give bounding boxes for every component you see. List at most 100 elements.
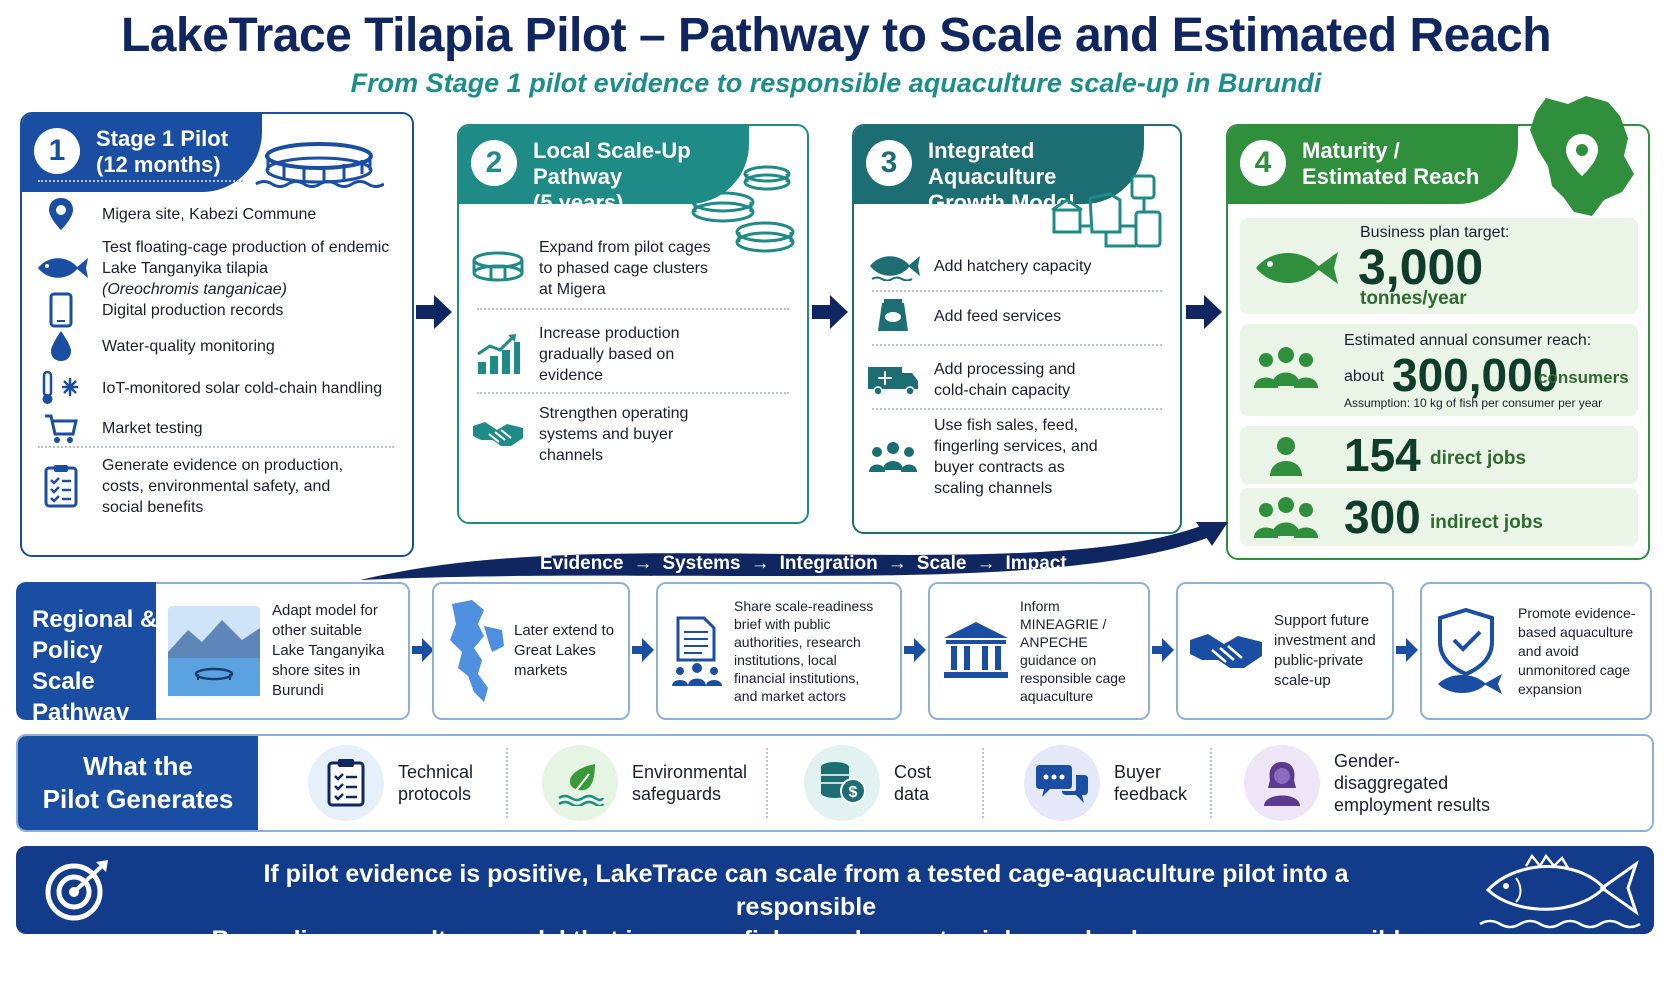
coins-dollar-icon: $ bbox=[821, 762, 866, 804]
cage-cluster-icon bbox=[691, 165, 795, 253]
handshake-icon bbox=[473, 422, 523, 446]
regional-item-great-lakes: Later extend to Great Lakes markets bbox=[432, 582, 630, 720]
stage-3-item-hatchery: Add hatchery capacity bbox=[866, 244, 1176, 288]
flow-steps: Evidence→ Systems→ Integration→ Scale→ I… bbox=[540, 553, 1067, 574]
stage-1-item-digital-records: Digital production records bbox=[34, 290, 394, 330]
conclusion-banner: If pilot evidence is positive, LakeTrace… bbox=[16, 846, 1654, 987]
regional-item-adapt: Adapt model for other suitable Lake Tang… bbox=[156, 582, 410, 720]
person-icon bbox=[1270, 437, 1302, 476]
page-subtitle: From Stage 1 pilot evidence to responsib… bbox=[350, 68, 1322, 98]
burundi-map-icon bbox=[1530, 96, 1634, 216]
people-group-icon bbox=[1254, 497, 1318, 538]
great-lakes-map-icon bbox=[450, 600, 504, 702]
fish-icon bbox=[1256, 252, 1338, 284]
arrow-right-icon bbox=[1152, 638, 1174, 662]
direct-jobs-box: 154 direct jobs bbox=[1240, 426, 1638, 484]
stage-2-item-expand: Expand from pilot cages to phased cage c… bbox=[471, 234, 801, 302]
tablet-icon bbox=[49, 292, 73, 328]
stage-2-item-increase: Increase production gradually based on e… bbox=[471, 320, 801, 388]
regional-item-inform-guidance: Inform MINEAGRIE / ANPECHE guidance on r… bbox=[928, 582, 1150, 720]
stage-3-item-channels: Use fish sales, feed, fingerling service… bbox=[866, 416, 1176, 498]
handshake-icon bbox=[1190, 634, 1262, 668]
stage-3-card: 3 Integrated Aquaculture Growth Model Ad… bbox=[852, 124, 1182, 534]
stage-3-item-processing: Add processing and cold-chain capacity bbox=[866, 350, 1176, 410]
stage-2-item-strengthen: Strengthen operating systems and buyer c… bbox=[471, 400, 801, 468]
regional-label: Regional & Policy Scale Pathway bbox=[16, 582, 166, 726]
stage-3-title: Integrated Aquaculture Growth Model bbox=[928, 138, 1075, 215]
svg-text:$: $ bbox=[849, 784, 858, 801]
stage-1-item-site: Migera site, Kabezi Commune bbox=[34, 194, 394, 234]
growth-chart-icon bbox=[477, 334, 520, 374]
fish-icon bbox=[870, 256, 920, 281]
thermometer-snowflake-icon bbox=[42, 370, 78, 404]
regional-item-investment: Support future investment and public-pri… bbox=[1176, 582, 1394, 720]
stage-4-number: 4 bbox=[1240, 140, 1286, 186]
chat-bubbles-icon bbox=[1036, 765, 1088, 803]
fish-icon bbox=[38, 258, 88, 278]
people-group-icon bbox=[1254, 347, 1318, 388]
stage-4-header: 4 Maturity / Estimated Reach bbox=[1228, 126, 1518, 204]
conclusion-text: If pilot evidence is positive, LakeTrace… bbox=[211, 860, 1401, 987]
integrated-facility-icon bbox=[1051, 174, 1162, 248]
stage-3-header: 3 Integrated Aquaculture Growth Model bbox=[854, 126, 1144, 215]
stage-2-duration: (5 years) bbox=[533, 190, 624, 215]
flow-arrow-icon bbox=[360, 522, 1228, 580]
page-title: LakeTrace Tilapia Pilot – Pathway to Sca… bbox=[120, 9, 1552, 62]
target-icon bbox=[45, 860, 108, 921]
arrow-right-icon bbox=[904, 638, 926, 662]
cage-icon bbox=[472, 251, 524, 282]
woman-avatar-icon bbox=[1264, 762, 1300, 806]
stage-2-card: 2 Local Scale-Up Pathway (5 years) Expan… bbox=[457, 124, 809, 524]
arrow-right-icon bbox=[412, 638, 434, 662]
location-pin-icon bbox=[49, 198, 73, 230]
arrow-right-icon bbox=[1186, 295, 1222, 329]
stage-3-item-feed: Add feed services bbox=[866, 294, 1176, 338]
document-people-icon bbox=[672, 616, 722, 686]
stage-1-number: 1 bbox=[34, 128, 80, 174]
stage-2-number: 2 bbox=[471, 140, 517, 186]
stage-4-title: Maturity / bbox=[1302, 138, 1400, 163]
stage-1-item-cold-chain: IoT-monitored solar cold-chain handling bbox=[34, 366, 394, 410]
floating-cage-icon bbox=[255, 142, 384, 188]
stage-1-header: 1 Stage 1 Pilot (12 months) bbox=[22, 114, 262, 192]
stage-1-duration: (12 months) bbox=[96, 152, 221, 177]
stage-1-item-cage-production: Test floating-cage production of endemic… bbox=[34, 236, 394, 300]
clipboard-icon bbox=[327, 759, 365, 807]
stage-2-header: 2 Local Scale-Up Pathway (5 years) bbox=[459, 126, 749, 215]
stage-4-card: 4 Maturity / Estimated Reach Business pl… bbox=[1226, 124, 1650, 560]
fish-line-art-icon bbox=[1479, 853, 1641, 929]
stage-3-number: 3 bbox=[866, 140, 912, 186]
stage-1-item-market-testing: Market testing bbox=[34, 408, 394, 448]
stage-1-item-evidence: Generate evidence on production, costs, … bbox=[34, 454, 394, 518]
regional-item-share-brief: Share scale-readiness brief with public … bbox=[656, 582, 902, 720]
clipboard-checklist-icon bbox=[44, 465, 78, 508]
leaf-water-icon bbox=[558, 764, 605, 806]
refrigerated-truck-icon bbox=[868, 367, 918, 396]
stage-1-card: 1 Stage 1 Pilot (12 months) Migera site,… bbox=[20, 112, 414, 557]
arrow-right-icon bbox=[416, 295, 452, 329]
government-building-icon bbox=[944, 622, 1008, 678]
shopping-cart-icon bbox=[45, 414, 78, 443]
indirect-jobs-box: 300 indirect jobs bbox=[1240, 488, 1638, 546]
arrow-right-icon bbox=[632, 638, 654, 662]
stage-2-title: Local Scale-Up Pathway bbox=[533, 138, 691, 189]
arrow-right-icon bbox=[1396, 638, 1418, 662]
target-box: Business plan target: 3,000 tonnes/year bbox=[1240, 218, 1638, 314]
generates-label: What the Pilot Generates bbox=[18, 736, 258, 830]
arrow-right-icon bbox=[812, 295, 848, 329]
reach-box: Estimated annual consumer reach: about 3… bbox=[1240, 324, 1638, 416]
people-group-icon bbox=[869, 442, 917, 472]
shield-fish-icon bbox=[1438, 607, 1502, 694]
regional-item-promote: Promote evidence-based aquaculture and a… bbox=[1420, 582, 1652, 720]
water-drop-icon bbox=[51, 331, 71, 361]
regional-policy-band: Regional & Policy Scale Pathway Adapt mo… bbox=[16, 582, 1654, 726]
stage-1-item-water-quality: Water-quality monitoring bbox=[34, 326, 394, 366]
stage-4-title-2: Estimated Reach bbox=[1302, 164, 1480, 189]
feed-bag-icon bbox=[878, 299, 908, 331]
